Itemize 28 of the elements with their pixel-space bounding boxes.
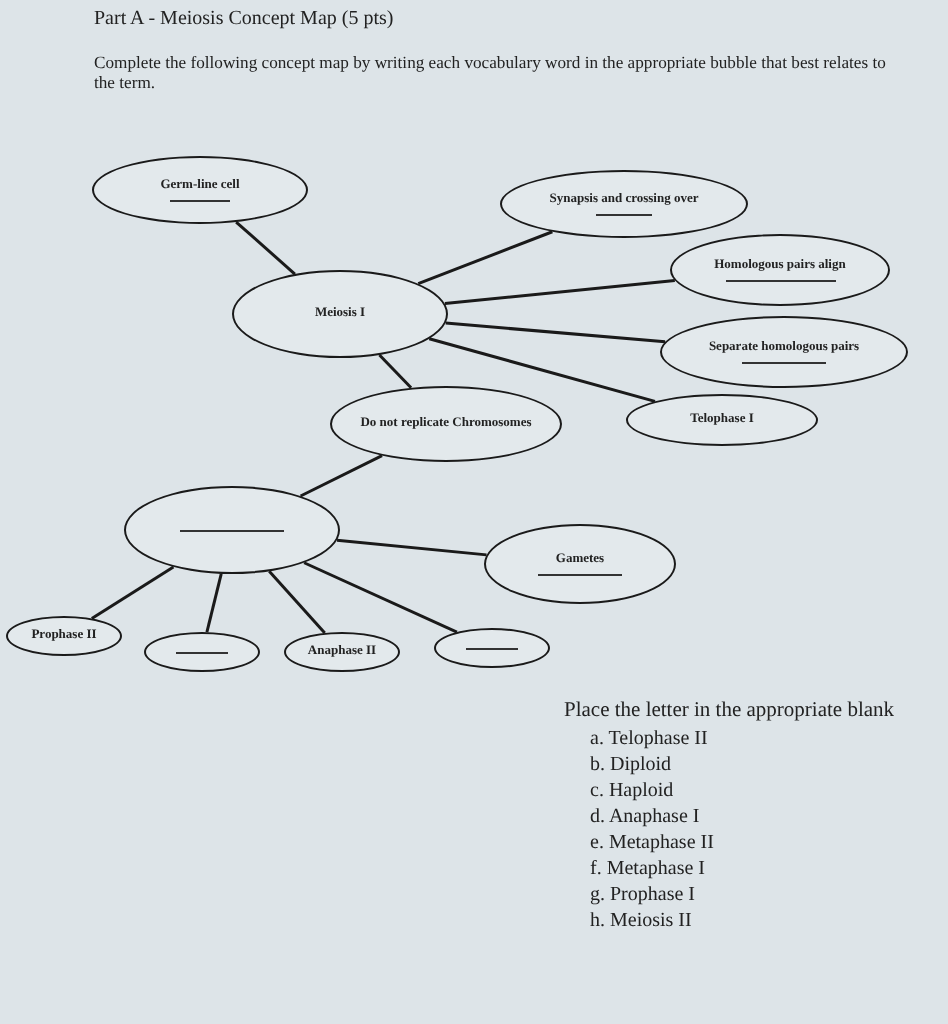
oval-bubble [6, 616, 122, 656]
instruction-text: Place the letter in the appropriate blank [564, 700, 895, 722]
connector-line [336, 538, 487, 557]
instruction-text: Complete the following concept map by writing each vocabulary word in the appropriate bubble that best relates to the term. [94, 52, 888, 92]
connector-line [235, 220, 296, 276]
connector-line [205, 573, 223, 633]
connector-line [303, 561, 458, 634]
connector-line [268, 570, 326, 634]
oval-bubble [232, 270, 448, 358]
vocabulary-item: h. Meiosis II [590, 910, 692, 932]
oval-bubble [284, 632, 400, 672]
connector-line [445, 321, 666, 344]
vocabulary-item: a. Telophase II [590, 728, 708, 750]
oval-bubble [144, 632, 260, 672]
page-title: Part A - Meiosis Concept Map (5 pts) [94, 8, 394, 30]
connector-line [417, 230, 553, 286]
connector-line [91, 565, 175, 620]
vocabulary-item: b. Diploid [590, 754, 672, 776]
oval-bubble [434, 628, 550, 668]
vocabulary-item: c. Haploid [590, 780, 674, 802]
vocabulary-item: g. Prophase I [590, 884, 695, 906]
vocabulary-item: e. Metaphase II [590, 832, 714, 854]
connector-line [378, 353, 413, 389]
vocabulary-item: d. Anaphase I [590, 806, 700, 828]
connector-line [444, 279, 675, 305]
connector-line [428, 337, 656, 403]
vocabulary-item: f. Metaphase I [590, 858, 705, 880]
connector-line [299, 454, 383, 498]
